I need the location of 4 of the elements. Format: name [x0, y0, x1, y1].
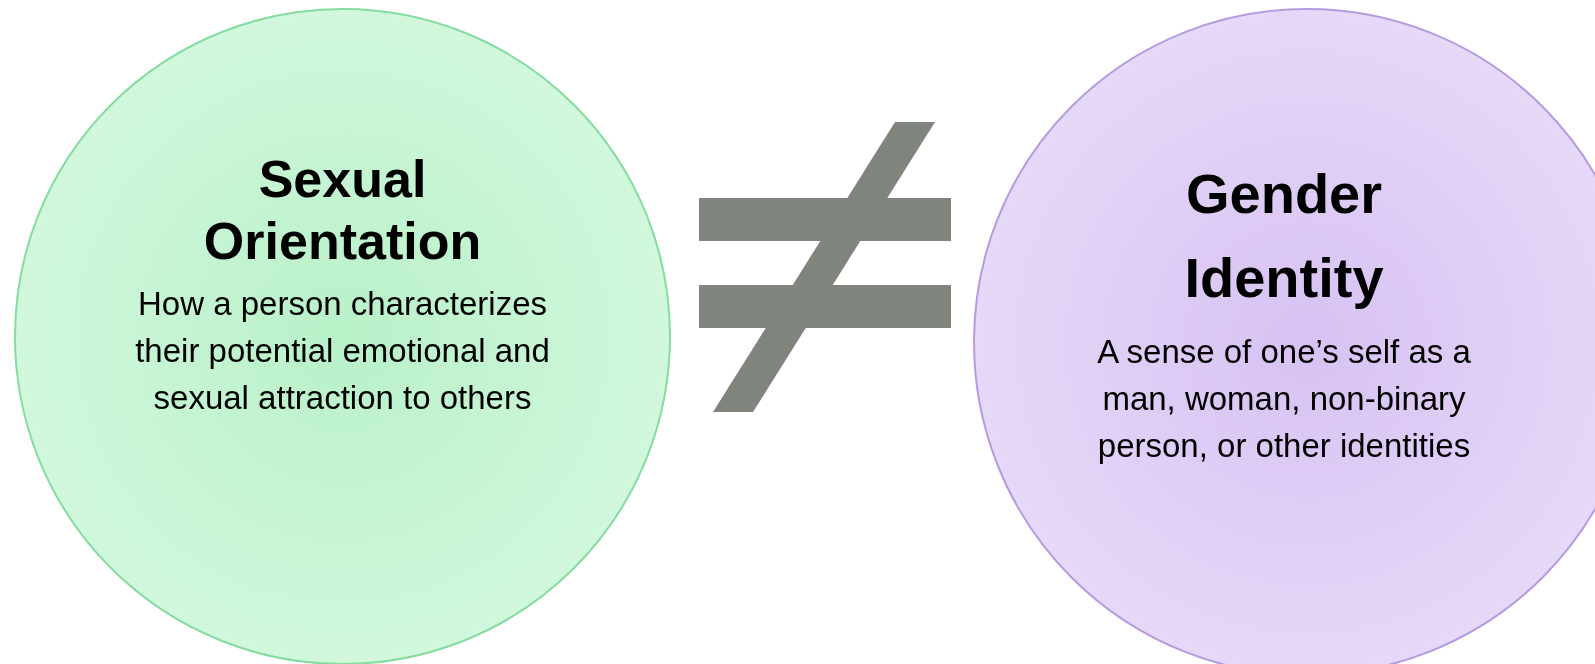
circle-title: Sexual Orientation [202, 149, 483, 272]
circle-description: How a person characterizes their potential emotional and sexual attraction to others [134, 284, 551, 418]
circle-title: Gender Identity [1183, 161, 1385, 311]
circle-description: A sense of one’s self as a man, woman, non-binary person, or other identities [1096, 332, 1472, 466]
